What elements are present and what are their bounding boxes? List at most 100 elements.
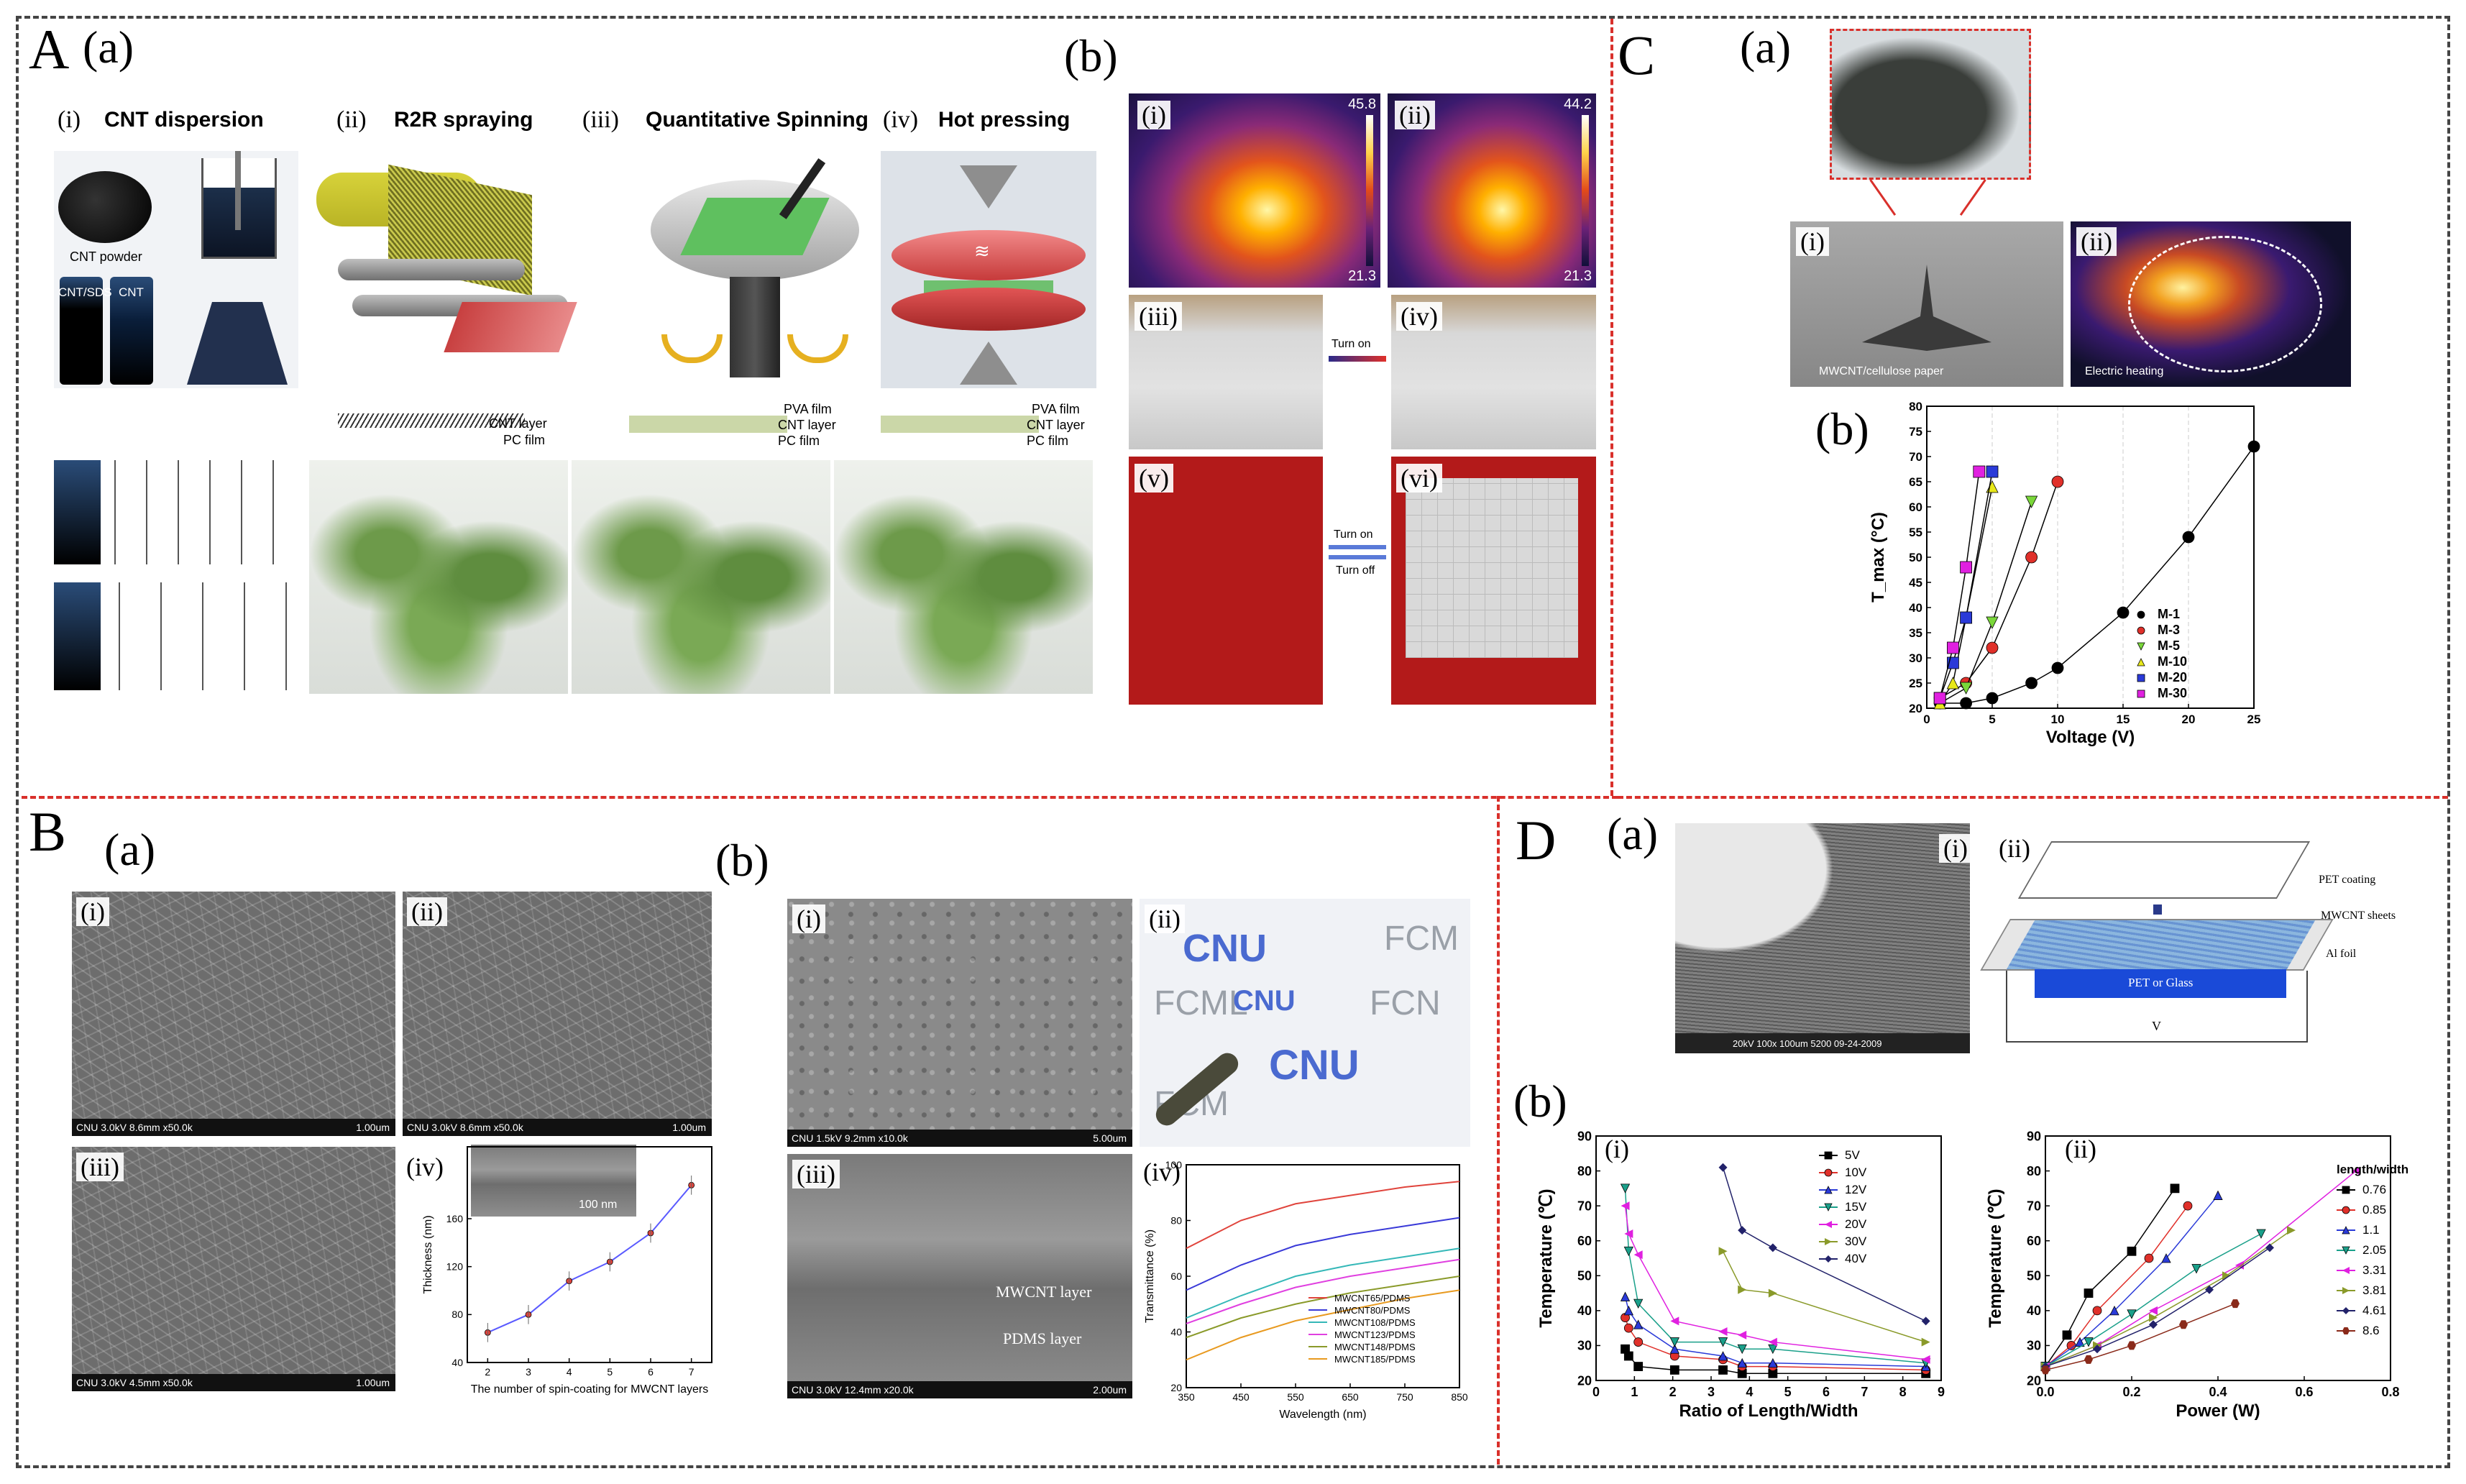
b-b-iv-ytick-label-2: 60 bbox=[1170, 1270, 1182, 1282]
roman-b-b-ii: (ii) bbox=[1145, 904, 1185, 933]
r2r-spraying-illustration bbox=[309, 151, 597, 388]
photo-text-cnu-3: CNU bbox=[1233, 985, 1296, 1017]
c-b-point-4-3 bbox=[1986, 465, 1999, 478]
d-b-ii-series-line-1 bbox=[2045, 1205, 2188, 1368]
d-b-ii-ytick-label-0: 20 bbox=[2027, 1373, 2041, 1388]
c-b-point-4-2 bbox=[1960, 611, 1973, 624]
d-b-i-point-3-0 bbox=[1620, 1183, 1631, 1194]
d-b-i-point-3-4 bbox=[1718, 1337, 1728, 1347]
turn-on-label-1: Turn on bbox=[1331, 338, 1371, 350]
c-b-xtick-label-5: 25 bbox=[2247, 713, 2261, 726]
layer-diagram-iii bbox=[629, 416, 787, 433]
panel-label-b-b: (b) bbox=[715, 835, 769, 886]
c-b-legend-label-0: M-1 bbox=[2158, 607, 2180, 621]
d-b-i-point-6-2 bbox=[1768, 1243, 1777, 1252]
flexible-film-photo: CNU FCML FCM CNU FCN CNU FCM bbox=[1140, 899, 1470, 1147]
d-b-ii-point-6-4 bbox=[2265, 1243, 2274, 1252]
d-b-i-point-2-1 bbox=[1623, 1305, 1633, 1316]
circuit-wire bbox=[2006, 971, 2308, 1043]
photo-text-fcm-1: FCM bbox=[1384, 920, 1459, 958]
c-b-legend-label-5: M-30 bbox=[2158, 686, 2187, 700]
d-b-ii-point-0-3 bbox=[2127, 1246, 2137, 1256]
sem-meta-b-a-i: CNU 3.0kV 8.6mm x50.0k bbox=[76, 1122, 193, 1133]
d-b-i-legend-label-3: 15V bbox=[1845, 1200, 1867, 1214]
d-b-ii-point-3-3 bbox=[2191, 1264, 2201, 1274]
d-b-ii-xlabel: Power (W) bbox=[2176, 1401, 2260, 1421]
d-b-i-point-0-3 bbox=[1669, 1365, 1679, 1375]
d-b-ii-point-7-2 bbox=[2127, 1341, 2136, 1350]
sem-image-d-a-i: 20kV 100x 100um 5200 09-24-2009 bbox=[1675, 823, 1970, 1053]
b-a-iv-xtick-label-2: 4 bbox=[567, 1366, 572, 1378]
roman-a-b-iii: (iii) bbox=[1135, 302, 1182, 331]
thermal-max-ii: 44.2 bbox=[1564, 96, 1592, 112]
step-3-roman: (iii) bbox=[582, 106, 619, 133]
sem-image-b-b-iii: MWCNT layer PDMS layer CNU 3.0kV 12.4mm … bbox=[787, 1154, 1132, 1398]
d-b-ii-point-0-4 bbox=[2170, 1183, 2180, 1194]
sem-scale-b-a-i: 1.00um bbox=[356, 1122, 390, 1133]
d-b-i-xtick-label-2: 2 bbox=[1669, 1385, 1677, 1399]
d-b-i-point-0-1 bbox=[1623, 1351, 1633, 1361]
d-b-i-point-4-0 bbox=[1621, 1201, 1630, 1211]
roman-c-ii: (ii) bbox=[2076, 227, 2117, 256]
d-b-i-point-4-1 bbox=[1624, 1229, 1633, 1238]
airplane-shape bbox=[1862, 265, 1991, 351]
steel-roller-1 bbox=[338, 259, 525, 280]
pet-coating-label: PET coating bbox=[2319, 874, 2376, 886]
roman-a-b-i: (i) bbox=[1137, 101, 1170, 129]
c-b-ytick-label-5: 45 bbox=[1909, 576, 1922, 590]
divider-horizontal-right bbox=[1618, 796, 2448, 799]
step-1-title: CNT dispersion bbox=[104, 108, 264, 132]
d-b-i-legend-label-1: 10V bbox=[1845, 1165, 1867, 1179]
b-b-iv-ytick-label-4: 100 bbox=[1165, 1159, 1183, 1171]
d-b-ii-legend-marker-3 bbox=[2342, 1246, 2350, 1255]
c-b-point-2-2 bbox=[1986, 616, 1999, 629]
d-b-ii-xtick-label-0: 0.0 bbox=[2036, 1385, 2054, 1399]
roman-b-a-iv: (iv) bbox=[406, 1153, 444, 1181]
b-b-iv-xtick-label-4: 750 bbox=[1396, 1391, 1413, 1403]
d-b-i-ytick-label-2: 40 bbox=[1577, 1304, 1592, 1318]
layer-iv-pva: PVA film bbox=[1032, 402, 1080, 416]
arrow-down-assembly bbox=[2153, 904, 2162, 915]
sem-d-meta: 20kV 100x 100um 5200 09-24-2009 bbox=[1733, 1038, 1882, 1049]
d-b-ii-point-5-4 bbox=[2287, 1226, 2296, 1235]
thermal-image-i: 45.8 21.3 bbox=[1129, 93, 1380, 288]
red-mat-photo-v bbox=[1129, 457, 1323, 705]
d-b-ii-ytick-label-4: 60 bbox=[2027, 1234, 2041, 1248]
roman-d-a-ii: (ii) bbox=[1999, 834, 2030, 863]
b-b-iv-ytick-label-1: 40 bbox=[1170, 1326, 1182, 1337]
panel-label-a-a: (a) bbox=[83, 22, 134, 73]
d-b-i-xtick-label-1: 1 bbox=[1631, 1385, 1638, 1399]
paper-airplane-photo: MWCNT/cellulose paper bbox=[1790, 221, 2063, 387]
c-b-ytick-label-8: 60 bbox=[1909, 500, 1922, 514]
c-b-legend-marker-4 bbox=[2137, 674, 2145, 682]
mwcnt-sheets-label: MWCNT sheets bbox=[2321, 910, 2396, 922]
layer-iv-pc: PC film bbox=[1027, 434, 1068, 448]
pet-glass-label: PET or Glass bbox=[2128, 976, 2194, 989]
panel-label-d-b: (b) bbox=[1513, 1076, 1567, 1127]
b-a-iv-ytick-label-1: 80 bbox=[452, 1309, 463, 1320]
d-b-i-ytick-label-5: 70 bbox=[1577, 1199, 1592, 1213]
roman-a-b-v: (v) bbox=[1135, 464, 1173, 493]
c-b-point-5-0 bbox=[1933, 692, 1946, 705]
d-b-ii-point-2-2 bbox=[2109, 1305, 2119, 1316]
d-b-i-point-0-4 bbox=[1718, 1365, 1728, 1375]
d-b-ii-point-6-2 bbox=[2149, 1320, 2158, 1329]
c-b-series-line-4 bbox=[1939, 471, 1993, 699]
c-b-series-line-0 bbox=[1940, 446, 2255, 704]
b-a-iv-xtick-label-0: 2 bbox=[485, 1366, 490, 1378]
c-b-xtick-label-0: 0 bbox=[1923, 713, 1930, 726]
b-b-iv-plot-frame bbox=[1186, 1164, 1460, 1388]
d-b-ii-legend-marker-5 bbox=[2342, 1287, 2350, 1294]
al-foil-label: Al foil bbox=[2326, 948, 2357, 960]
b-b-iv-xlabel: Wavelength (nm) bbox=[1279, 1409, 1366, 1421]
press-arrow-up bbox=[960, 342, 1017, 385]
d-b-i-point-5-2 bbox=[1768, 1288, 1777, 1298]
panel-label-d-a: (a) bbox=[1607, 808, 1659, 859]
photo-text-cnu-2: CNU bbox=[1269, 1042, 1360, 1089]
cnt-network-diagram-2 bbox=[104, 582, 298, 690]
d-b-ii-legend-marker-2 bbox=[2342, 1226, 2350, 1235]
c-b-point-1-2 bbox=[1986, 641, 1999, 654]
b-b-iv-series-line-2 bbox=[1186, 1247, 1460, 1319]
d-b-i-point-2-2 bbox=[1633, 1319, 1644, 1329]
